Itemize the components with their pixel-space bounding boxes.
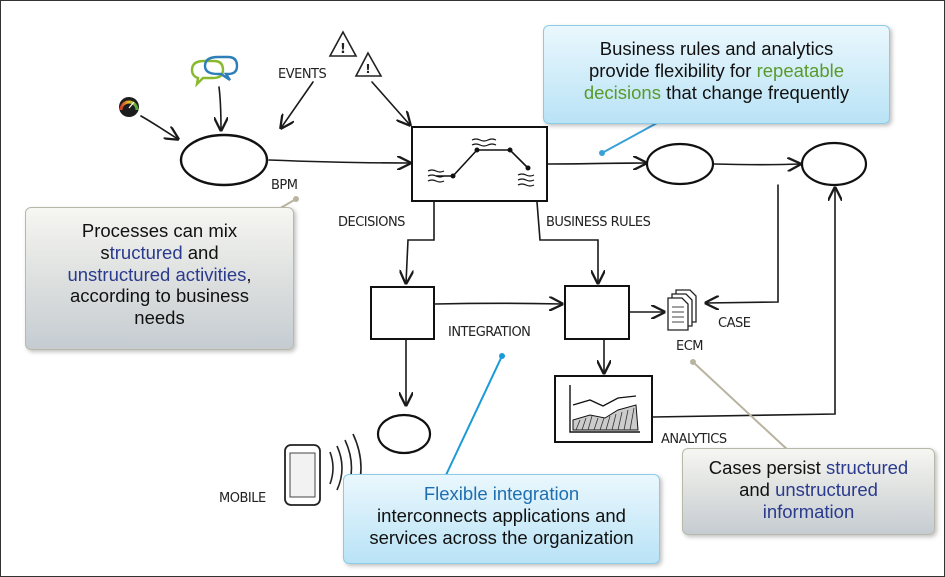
bpm-label: BPM bbox=[271, 178, 297, 193]
warning-icon: ! bbox=[328, 30, 358, 57]
decision-service-box bbox=[370, 286, 435, 340]
svg-text:!: ! bbox=[340, 42, 346, 57]
events-label: EVENTS bbox=[278, 67, 326, 82]
integration-callout-line1: Flexible integration bbox=[423, 483, 580, 504]
cases-callout-line1: Cases persist structured bbox=[708, 457, 909, 478]
rules-chart bbox=[427, 138, 535, 187]
decisions-label: DECISIONS bbox=[338, 215, 405, 230]
case-arrow bbox=[706, 184, 779, 303]
analytics-chart bbox=[569, 385, 640, 433]
analytics-label: ANALYTICS bbox=[661, 432, 727, 447]
integration-callout-connector bbox=[445, 355, 503, 476]
rules-callout-connector bbox=[601, 122, 658, 154]
events-arrow-to-bpm bbox=[281, 81, 314, 128]
business-rules-label: BUSINESS RULES bbox=[546, 215, 651, 230]
events-arrow-to-rules bbox=[371, 81, 410, 125]
bpm-node bbox=[179, 133, 269, 187]
process-to-end-arrow bbox=[713, 164, 800, 165]
rules-engine-box bbox=[411, 126, 548, 202]
ecm-label: ECM bbox=[676, 339, 703, 354]
svg-text:!: ! bbox=[365, 62, 370, 76]
analytics-to-end-arrow bbox=[652, 188, 835, 418]
processes-callout-dot bbox=[293, 196, 299, 202]
end-node bbox=[800, 141, 868, 187]
rules-callout-line2: provide flexibility for repeatable bbox=[588, 59, 845, 81]
process-node-2 bbox=[645, 142, 715, 186]
chat-bubbles-icon bbox=[190, 55, 239, 88]
integration-label: INTEGRATION bbox=[448, 325, 530, 340]
integration-callout: Flexible integration interconnects appli… bbox=[343, 474, 660, 564]
cases-callout-dot bbox=[690, 359, 696, 365]
rules-service-box bbox=[564, 285, 630, 340]
documents-icon bbox=[667, 289, 697, 331]
integration-callout-line2: interconnects applications and bbox=[377, 504, 626, 526]
processes-callout-line1: Processes can mix bbox=[81, 220, 238, 241]
business-rules-arrow bbox=[536, 201, 598, 283]
warning-icon: ! bbox=[354, 51, 383, 77]
rules-callout-dot bbox=[599, 150, 605, 156]
integration-arrow bbox=[434, 303, 562, 304]
cases-callout-line3: information bbox=[762, 500, 855, 522]
processes-callout-line2: structured and bbox=[100, 241, 219, 263]
integration-callout-dot bbox=[499, 353, 505, 359]
cases-callout: Cases persist structured and unstructure… bbox=[682, 448, 935, 535]
gauge-icon bbox=[119, 97, 139, 117]
processes-callout-line5: needs bbox=[134, 307, 185, 329]
tablet-icon bbox=[284, 444, 321, 506]
chat-arrow bbox=[219, 86, 221, 130]
rules-callout-line3: decisions that change frequently bbox=[583, 81, 850, 103]
case-label: CASE bbox=[718, 316, 751, 331]
cases-callout-line2: and unstructured bbox=[739, 478, 878, 500]
integration-callout-line3: services across the organization bbox=[369, 526, 634, 548]
processes-callout-line4: according to business bbox=[70, 285, 249, 307]
rules-callout: Business rules and analytics provide fle… bbox=[543, 25, 890, 124]
processes-callout: Processes can mix structured and unstruc… bbox=[25, 207, 294, 350]
gauge-arrow bbox=[140, 115, 178, 139]
rules-callout-line1: Business rules and analytics bbox=[599, 38, 834, 59]
mobile-label: MOBILE bbox=[219, 491, 266, 506]
processes-callout-line3: unstructured activities, bbox=[67, 263, 252, 285]
bpm-to-rules-arrow bbox=[268, 160, 410, 163]
decisions-arrow bbox=[406, 201, 435, 283]
mobile-node bbox=[376, 413, 432, 455]
rules-to-process-arrow bbox=[547, 163, 646, 164]
cases-callout-connector bbox=[692, 361, 791, 453]
